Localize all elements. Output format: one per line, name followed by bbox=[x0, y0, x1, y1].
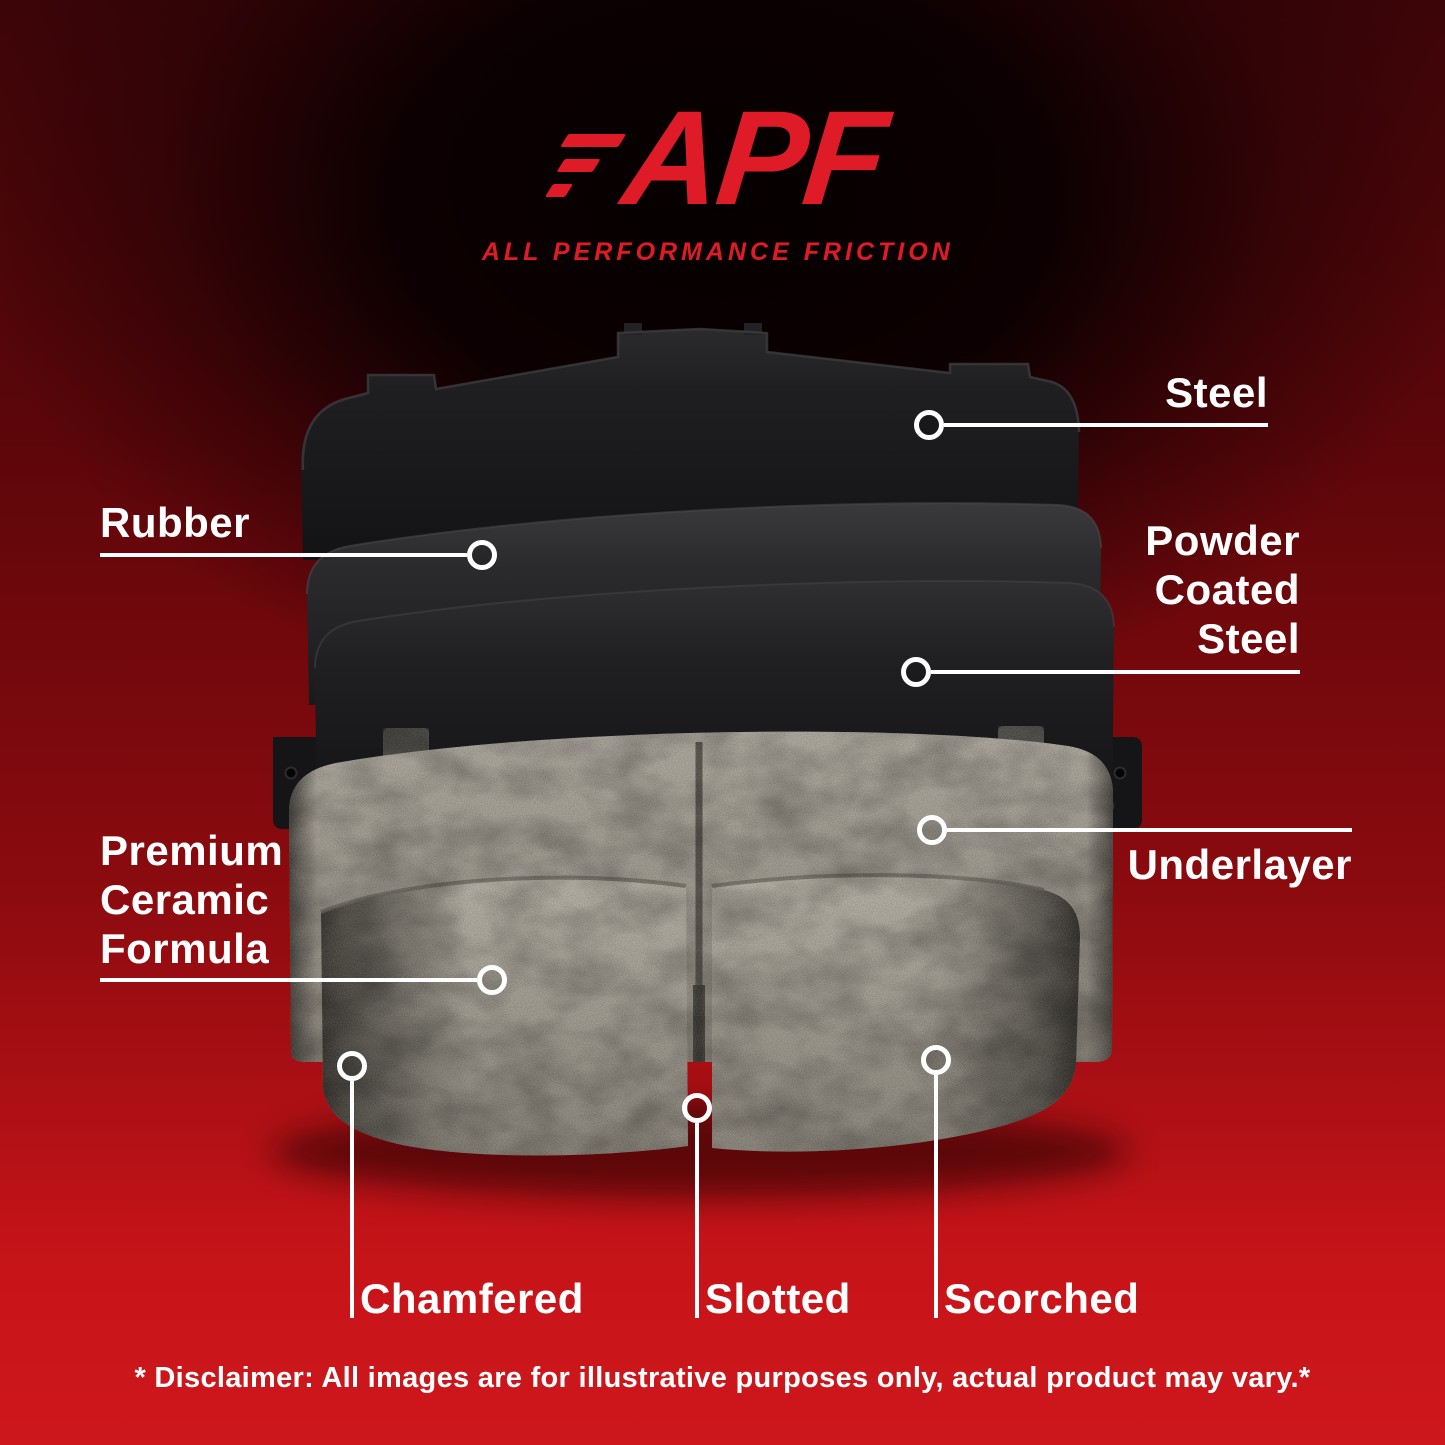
callout-slotted-line bbox=[695, 1123, 699, 1318]
callout-scorched-label: Scorched bbox=[944, 1275, 1140, 1322]
callout-chamfered-line bbox=[350, 1081, 354, 1318]
callout-steel-label: Steel bbox=[1165, 369, 1268, 416]
callout-scorched-line bbox=[934, 1075, 938, 1318]
logo: APF ALL PERFORMANCE FRICTION bbox=[481, 84, 954, 267]
rubber-shim-top-highlight bbox=[306, 502, 1102, 595]
callout-powder-coated-steel-label: Powder Coated Steel bbox=[1145, 517, 1300, 663]
callout-powder-coated-steel-line bbox=[931, 670, 1300, 674]
logo-tagline: ALL PERFORMANCE FRICTION bbox=[481, 238, 954, 266]
callout-chamfered-label: Chamfered bbox=[360, 1275, 584, 1322]
logo-speed-streaks-icon bbox=[529, 133, 627, 197]
callout-underlayer-dot bbox=[917, 815, 947, 845]
callout-scorched-dot bbox=[921, 1045, 951, 1075]
callout-slotted-label: Slotted bbox=[705, 1275, 851, 1322]
callout-rubber-label: Rubber bbox=[100, 499, 250, 546]
steel-backing-plate bbox=[300, 329, 1079, 560]
callout-underlayer-label: Underlayer bbox=[1127, 841, 1352, 888]
callout-steel-line bbox=[944, 423, 1268, 427]
disclaimer-text: * Disclaimer: All images are for illustr… bbox=[134, 1362, 1311, 1394]
powder-plate-hole bbox=[284, 766, 298, 780]
logo-brand-text: APF bbox=[616, 84, 892, 233]
callout-steel-dot bbox=[914, 410, 944, 440]
callout-chamfered-dot bbox=[337, 1051, 367, 1081]
callout-slotted-dot bbox=[682, 1093, 712, 1123]
steel-plate-top-highlight bbox=[301, 327, 1081, 471]
powder-plate-hole bbox=[1113, 766, 1127, 780]
callout-rubber-line bbox=[100, 553, 467, 557]
callout-premium-ceramic-label: Premium Ceramic Formula bbox=[100, 827, 284, 973]
ceramic-grain-texture bbox=[289, 726, 1113, 1156]
powder-plate-top-highlight bbox=[314, 580, 1115, 669]
callout-premium-ceramic-line bbox=[100, 978, 477, 982]
callout-premium-ceramic-dot bbox=[477, 965, 507, 995]
callout-powder-coated-steel-dot bbox=[901, 657, 931, 687]
callout-underlayer-line bbox=[947, 828, 1352, 832]
callout-rubber-dot bbox=[467, 540, 497, 570]
